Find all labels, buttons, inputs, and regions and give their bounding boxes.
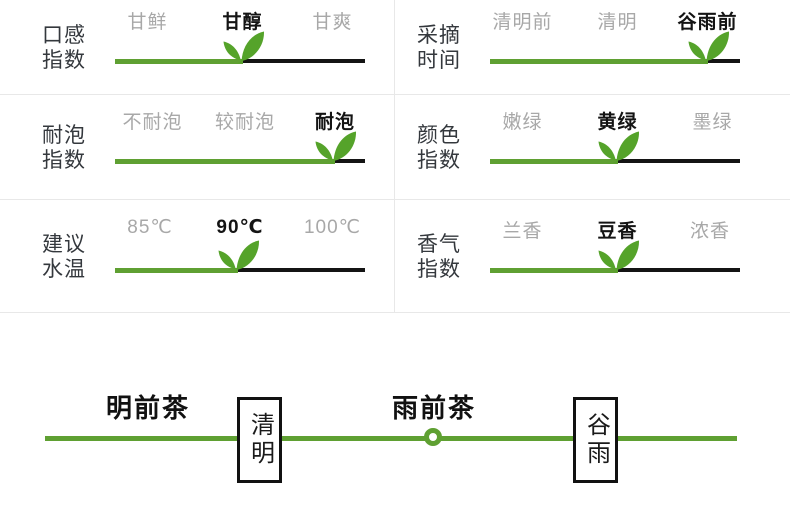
panel-aroma-index: 香气 指数 兰香 豆香 浓香	[395, 200, 790, 313]
track-remaining	[242, 59, 365, 63]
option-label-selected: 豆香	[597, 221, 638, 242]
leaf-sprout-marker-icon	[221, 28, 265, 64]
option-label-selected: 耐泡	[314, 112, 356, 133]
option-label-selected: 甘醇	[222, 12, 263, 33]
timeline-node-circle	[424, 428, 442, 446]
option-label: 较耐泡	[214, 112, 276, 133]
rating-slider-endurance: 不耐泡 较耐泡 耐泡	[115, 107, 365, 187]
option-label: 墨绿	[692, 112, 733, 133]
panel-title-color: 颜色 指数	[417, 124, 461, 172]
track-filled	[115, 59, 243, 64]
harvest-timeline: 明前茶 清明 雨前茶 谷雨	[0, 318, 790, 525]
spec-grid: 口感 指数 甘鲜 甘醇 甘爽	[0, 0, 790, 313]
milestone-box-guyu: 谷雨	[573, 397, 618, 483]
leaf-sprout-marker-icon	[596, 128, 640, 164]
timeline-line	[45, 436, 737, 441]
option-label: 清明前	[492, 12, 553, 33]
slider-track	[115, 159, 365, 164]
panel-title-aroma: 香气 指数	[417, 233, 461, 281]
option-label-selected: 黄绿	[597, 112, 638, 133]
option-label: 100℃	[303, 217, 362, 238]
track-filled	[490, 268, 618, 273]
option-label: 兰香	[502, 221, 543, 242]
slider-track	[490, 159, 740, 164]
panel-endurance-index: 耐泡 指数 不耐泡 较耐泡 耐泡	[0, 95, 395, 200]
milestone-label: 谷雨	[582, 412, 610, 468]
option-label: 浓香	[689, 221, 731, 242]
leaf-sprout-marker-icon	[216, 237, 260, 273]
panel-title-harvest: 采摘 时间	[417, 24, 461, 72]
track-remaining	[617, 159, 740, 163]
track-filled	[115, 159, 335, 164]
leaf-sprout-marker-icon	[596, 237, 640, 273]
option-label-selected: 谷雨前	[677, 12, 738, 33]
track-filled	[115, 268, 238, 273]
slider-track	[115, 59, 365, 64]
option-label: 85℃	[127, 217, 173, 238]
segment-label-mingqian: 明前茶	[105, 393, 191, 423]
panel-title-taste: 口感 指数	[42, 24, 86, 72]
leaf-sprout-marker-icon	[313, 128, 357, 164]
slider-track	[490, 59, 740, 64]
panel-taste-index: 口感 指数 甘鲜 甘醇 甘爽	[0, 0, 395, 95]
leaf-sprout-marker-icon	[686, 28, 730, 64]
track-remaining	[617, 268, 740, 272]
track-remaining	[237, 268, 365, 272]
track-remaining	[335, 159, 365, 163]
option-label: 甘鲜	[127, 12, 168, 33]
option-label: 嫩绿	[502, 112, 543, 133]
rating-slider-aroma: 兰香 豆香 浓香	[490, 216, 740, 296]
panel-water-temperature: 建议 水温 85℃ 90℃ 100℃	[0, 200, 395, 313]
milestone-box-qingming: 清明	[237, 397, 282, 483]
option-label-selected: 90℃	[216, 217, 264, 238]
option-label: 不耐泡	[122, 112, 183, 133]
rating-slider-color: 嫩绿 黄绿 墨绿	[490, 107, 740, 187]
rating-slider-temperature: 85℃ 90℃ 100℃	[115, 216, 365, 296]
panel-harvest-time: 采摘 时间 清明前 清明 谷雨前	[395, 0, 790, 95]
track-filled	[490, 159, 618, 164]
slider-track	[490, 268, 740, 273]
segment-label-yuqian: 雨前茶	[391, 393, 477, 423]
milestone-label: 清明	[246, 412, 274, 468]
track-remaining	[707, 59, 740, 63]
option-label: 清明	[597, 12, 638, 33]
panel-title-endurance: 耐泡 指数	[42, 124, 86, 172]
panel-color-index: 颜色 指数 嫩绿 黄绿 墨绿	[395, 95, 790, 200]
panel-title-temperature: 建议 水温	[42, 233, 86, 281]
slider-track	[115, 268, 365, 273]
option-label: 甘爽	[312, 12, 353, 33]
rating-slider-taste: 甘鲜 甘醇 甘爽	[115, 7, 365, 87]
rating-slider-harvest: 清明前 清明 谷雨前	[490, 7, 740, 87]
track-filled	[490, 59, 708, 64]
